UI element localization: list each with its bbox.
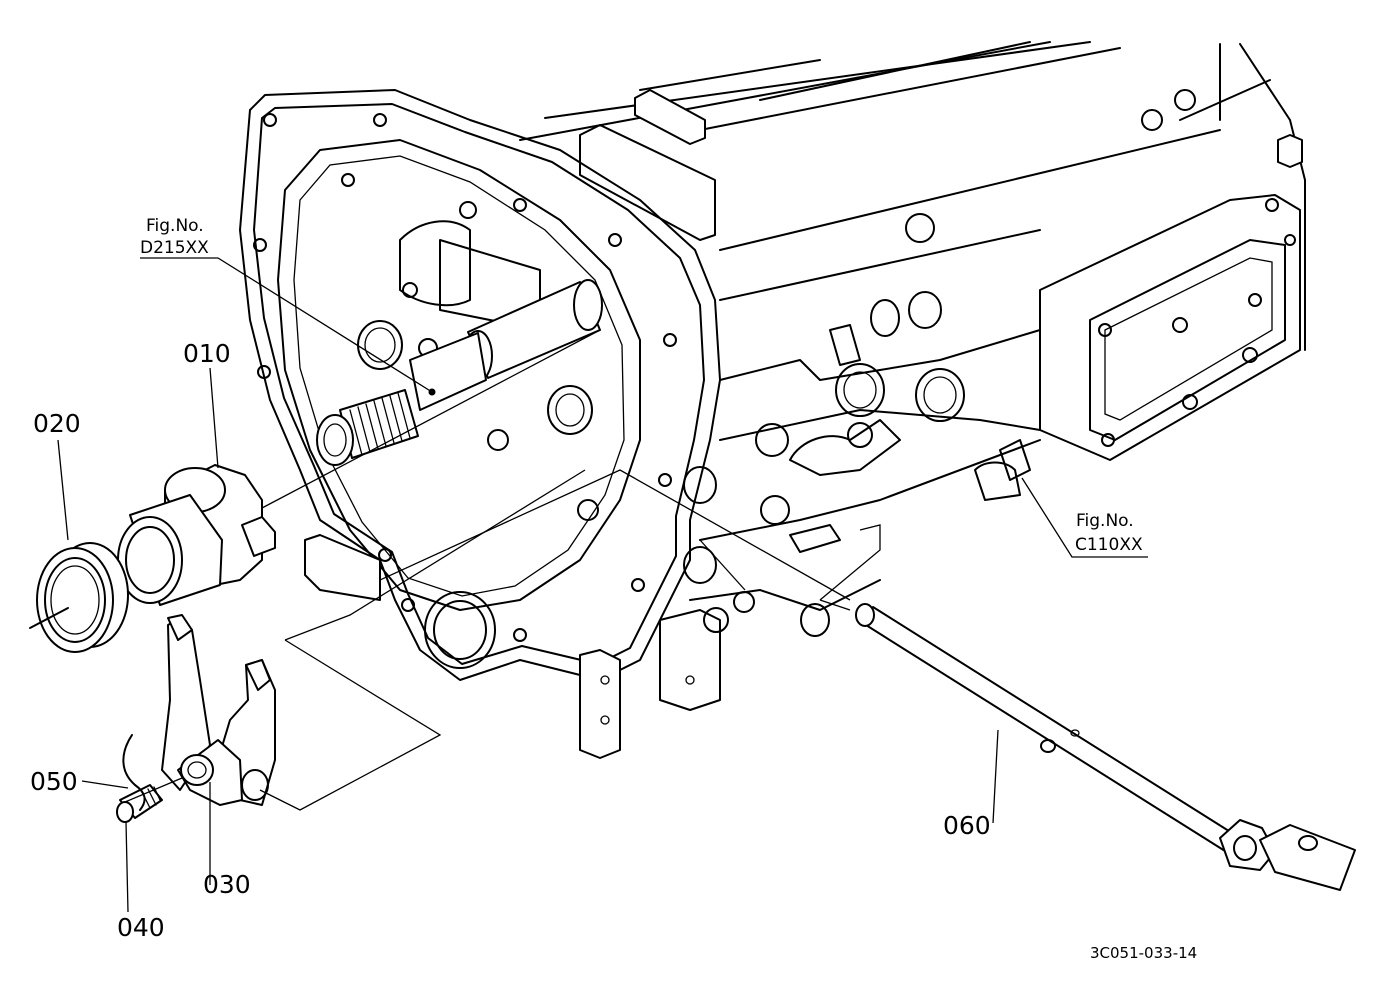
fig-no-label-top: Fig.No. bbox=[146, 216, 204, 236]
callout-020: 020 bbox=[33, 409, 81, 438]
callout-030: 030 bbox=[203, 870, 251, 899]
spring-pin-part-050 bbox=[122, 734, 146, 811]
fig-ref-right: C110XX bbox=[1075, 535, 1143, 555]
release-fork-part-030 bbox=[161, 614, 276, 806]
assembly-centre-lines bbox=[124, 329, 881, 811]
spline-teeth bbox=[349, 392, 411, 456]
transmission-housing bbox=[239, 41, 1306, 759]
callout-060: 060 bbox=[943, 811, 991, 840]
callout-040: 040 bbox=[117, 913, 165, 942]
release-shaft-part-060 bbox=[855, 603, 1356, 891]
drawing-code: 3C051-033-14 bbox=[1090, 944, 1197, 962]
input-shaft bbox=[316, 279, 603, 466]
callout-leaders bbox=[57, 257, 1148, 913]
release-hub-part-010 bbox=[117, 464, 276, 606]
fig-ref-top: D215XX bbox=[140, 238, 209, 258]
fig-no-label-right: Fig.No. bbox=[1076, 511, 1134, 531]
set-bolt-part-040 bbox=[116, 784, 163, 823]
flange-bolt-holes bbox=[253, 113, 677, 642]
callout-010: 010 bbox=[183, 339, 231, 368]
release-bearing-part-020 bbox=[29, 542, 129, 653]
callout-050: 050 bbox=[30, 767, 78, 796]
housing-bosses bbox=[683, 89, 1196, 637]
